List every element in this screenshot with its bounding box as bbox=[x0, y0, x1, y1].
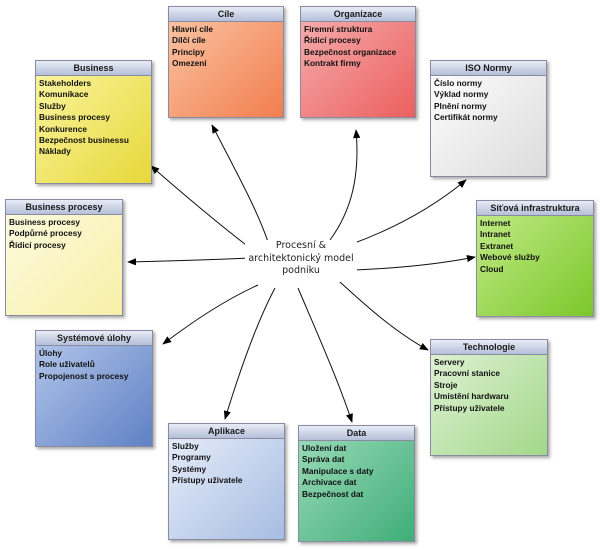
list-item: Úlohy bbox=[39, 348, 63, 358]
list-item: Bezpečnost businessu bbox=[39, 135, 129, 146]
list-item: Omezení bbox=[172, 58, 207, 69]
box-iso-normy-items: Číslo normy Výklad normy Plnění normy Ce… bbox=[431, 76, 546, 124]
box-data-items: Uložení dat Správa dat Manipulace s daty… bbox=[299, 441, 414, 500]
box-organizace-title: Organizace bbox=[301, 7, 415, 22]
list-item: Bezpečnost organizace bbox=[304, 46, 397, 57]
arrow-to-data bbox=[297, 287, 353, 423]
arrow-to-iso bbox=[351, 179, 467, 245]
list-item: Plnění normy bbox=[434, 100, 487, 111]
list-item: Umístění hardwaru bbox=[434, 391, 509, 402]
box-systemove-ulohy: Systémové úlohy Úlohy Role uživatelů Pro… bbox=[35, 330, 153, 447]
box-technologie-items: Servery Pracovní stanice Stroje Umístění… bbox=[431, 355, 547, 414]
list-item: Pracovní stanice bbox=[434, 368, 500, 379]
arrow-to-aplikace bbox=[223, 287, 276, 420]
list-item: Stroje bbox=[434, 379, 458, 390]
center-label-line-2: architektonický model bbox=[248, 252, 354, 264]
box-sitova-infrastruktura-items: Internet Intranet Extranet Webové služby… bbox=[477, 216, 593, 275]
box-business-procesy-items: Business procesy Podpůrné procesy Řídicí… bbox=[6, 215, 122, 251]
list-item: Konkurence bbox=[39, 123, 87, 134]
box-systemove-ulohy-items: Úlohy Role uživatelů Propojenost s proce… bbox=[36, 346, 152, 382]
box-data-title: Data bbox=[299, 426, 414, 441]
box-cile-items: Hlavní cíle Dílčí cíle Principy Omezení bbox=[169, 22, 283, 70]
list-item: Propojenost s procesy bbox=[39, 370, 129, 381]
center-label-line-3: podniku bbox=[282, 265, 320, 276]
arrow-to-systemove bbox=[162, 284, 259, 345]
list-item: Archivace dat bbox=[302, 477, 357, 488]
list-item: Hlavní cíle bbox=[172, 24, 214, 34]
list-item: Extranet bbox=[480, 240, 514, 251]
arrow-to-sitova bbox=[355, 255, 476, 271]
list-item: Webové služby bbox=[480, 252, 540, 263]
list-item: Přístupy uživatele bbox=[172, 475, 243, 486]
list-item: Řídicí procesy bbox=[9, 239, 66, 250]
list-item: Role uživatelů bbox=[39, 359, 95, 370]
list-item: Firemní struktura bbox=[304, 24, 373, 34]
list-item: Certifikát normy bbox=[434, 112, 498, 123]
list-item: Intranet bbox=[480, 229, 511, 240]
list-item: Číslo normy bbox=[434, 78, 482, 88]
box-technologie: Technologie Servery Pracovní stanice Str… bbox=[430, 339, 548, 456]
list-item: Náklady bbox=[39, 146, 71, 157]
box-iso-normy: ISO Normy Číslo normy Výklad normy Plněn… bbox=[430, 60, 547, 177]
list-item: Přístupy uživatele bbox=[434, 402, 505, 413]
arrow-to-cile bbox=[211, 124, 269, 243]
list-item: Řídicí procesy bbox=[304, 35, 361, 46]
box-sitova-infrastruktura-title: Síťová infrastruktura bbox=[477, 201, 593, 216]
box-sitova-infrastruktura: Síťová infrastruktura Internet Intranet … bbox=[476, 200, 594, 317]
list-item: Služby bbox=[39, 100, 66, 111]
list-item: Bezpečnost dat bbox=[302, 488, 364, 499]
box-business-items: Stakeholders Komunikace Služby Business … bbox=[36, 76, 151, 158]
list-item: Stakeholders bbox=[39, 78, 92, 88]
arrow-to-business-procesy bbox=[127, 257, 251, 266]
center-label-line-1: Procesní & bbox=[275, 240, 327, 251]
list-item: Servery bbox=[434, 357, 465, 367]
arrow-to-organizace bbox=[329, 129, 361, 241]
box-business-procesy-title: Business procesy bbox=[6, 200, 122, 215]
list-item: Principy bbox=[172, 46, 205, 57]
box-cile: Cíle Hlavní cíle Dílčí cíle Principy Ome… bbox=[168, 6, 284, 118]
box-aplikace: Aplikace Služby Programy Systémy Přístup… bbox=[168, 423, 285, 540]
box-business-title: Business bbox=[36, 61, 151, 76]
box-data: Data Uložení dat Správa dat Manipulace s… bbox=[298, 425, 415, 542]
list-item: Dílčí cíle bbox=[172, 35, 206, 46]
list-item: Podpůrné procesy bbox=[9, 228, 82, 239]
box-systemove-ulohy-title: Systémové úlohy bbox=[36, 331, 152, 346]
box-technologie-title: Technologie bbox=[431, 340, 547, 355]
list-item: Manipulace s daty bbox=[302, 465, 374, 476]
box-business: Business Stakeholders Komunikace Služby … bbox=[35, 60, 152, 184]
list-item: Komunikace bbox=[39, 89, 89, 100]
arrow-to-business bbox=[150, 165, 251, 249]
list-item: Business procesy bbox=[39, 112, 111, 123]
list-item: Kontrakt firmy bbox=[304, 58, 361, 69]
arrow-to-technologie bbox=[339, 281, 429, 351]
list-item: Služby bbox=[172, 441, 199, 451]
list-item: Uložení dat bbox=[302, 443, 347, 453]
list-item: Správa dat bbox=[302, 454, 345, 465]
box-business-procesy: Business procesy Business procesy Podpůr… bbox=[5, 199, 123, 316]
box-organizace: Organizace Firemní struktura Řídicí proc… bbox=[300, 6, 416, 118]
list-item: Systémy bbox=[172, 463, 207, 474]
list-item: Internet bbox=[480, 218, 511, 228]
box-organizace-items: Firemní struktura Řídicí procesy Bezpečn… bbox=[301, 22, 415, 70]
box-aplikace-title: Aplikace bbox=[169, 424, 284, 439]
list-item: Programy bbox=[172, 452, 211, 463]
box-iso-normy-title: ISO Normy bbox=[431, 61, 546, 76]
list-item: Cloud bbox=[480, 263, 504, 274]
box-cile-title: Cíle bbox=[169, 7, 283, 22]
box-aplikace-items: Služby Programy Systémy Přístupy uživate… bbox=[169, 439, 284, 487]
list-item: Výklad normy bbox=[434, 89, 489, 100]
center-node-label: Procesní & architektonický model podniku bbox=[245, 240, 357, 278]
list-item: Business procesy bbox=[9, 217, 81, 227]
